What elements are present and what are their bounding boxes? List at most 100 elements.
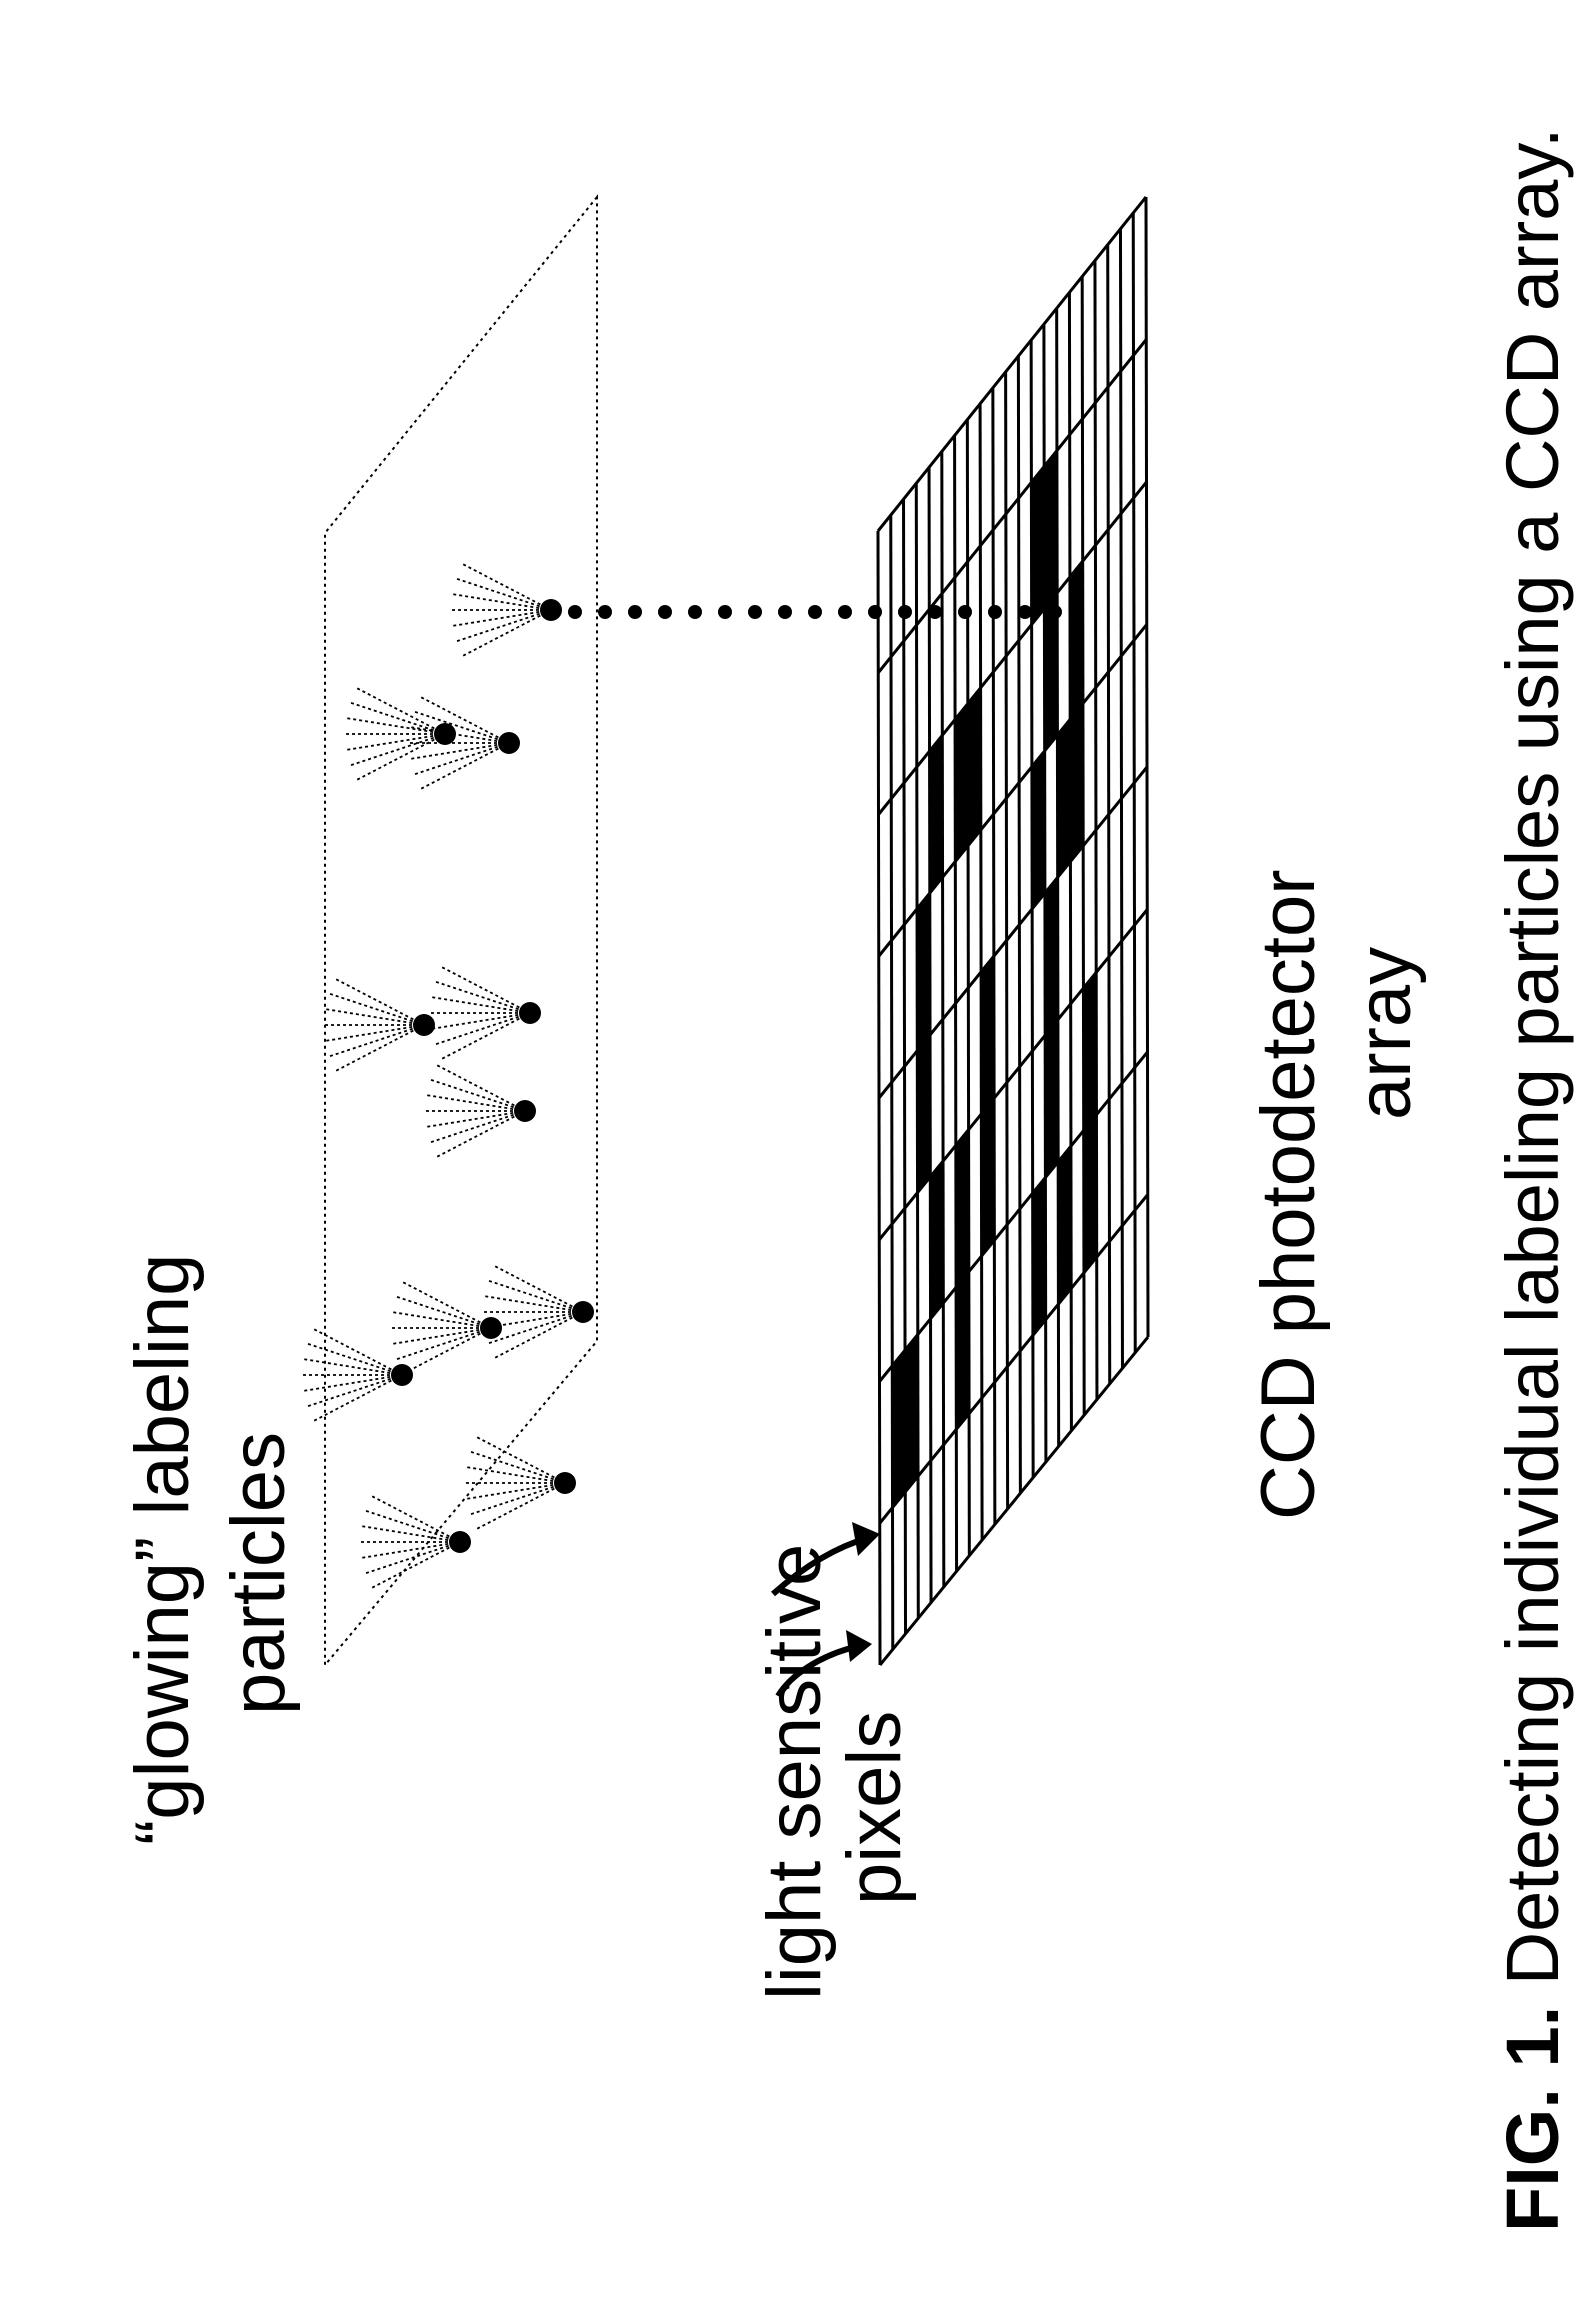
- lit-pixel: [1070, 703, 1083, 861]
- glowing-particle: [465, 1437, 576, 1529]
- projection-dot: [898, 605, 912, 619]
- projection-dot: [598, 605, 612, 619]
- grid-line: [955, 436, 957, 1572]
- glow-ray: [307, 1344, 402, 1375]
- glow-ray: [365, 1511, 460, 1542]
- glowing-particles-label: “glowing” labeling: [120, 1254, 205, 1845]
- glowing-particles: [302, 564, 594, 1588]
- glow-ray: [430, 1111, 525, 1142]
- lit-pixel: [1032, 751, 1045, 909]
- lit-pixel: [917, 1035, 930, 1193]
- glow-ray: [307, 1375, 402, 1406]
- lit-pixel: [981, 1098, 994, 1256]
- grid-line: [1069, 292, 1071, 1430]
- lit-pixel: [905, 1334, 918, 1492]
- grid-line: [993, 388, 995, 1525]
- glowing-particle: [409, 697, 520, 789]
- lit-pixel: [1045, 1020, 1058, 1178]
- grid-line: [1082, 277, 1084, 1416]
- particle-plane: [325, 197, 597, 1665]
- glow-ray: [414, 743, 509, 774]
- glowing-particle: [483, 1266, 594, 1358]
- ccd-array-label: CCD photodetector: [1246, 869, 1331, 1520]
- glow-ray: [303, 1375, 402, 1391]
- grid-line: [1120, 229, 1122, 1368]
- particle-dot: [413, 1014, 435, 1036]
- lit-pixel: [1058, 1146, 1071, 1304]
- glow-ray: [396, 1328, 491, 1359]
- grid-line: [980, 404, 982, 1540]
- projection-dot: [988, 605, 1002, 619]
- particle-dot: [498, 732, 520, 754]
- lit-pixel: [1057, 719, 1070, 877]
- glow-ray: [452, 594, 551, 610]
- glow-ray: [456, 610, 551, 641]
- grid-line: [878, 197, 1146, 531]
- projection-dot: [778, 605, 792, 619]
- glow-ray: [329, 1025, 424, 1056]
- particle-dot: [514, 1100, 536, 1122]
- glowing-particles-label-2: particles: [216, 1432, 301, 1715]
- particle-dot: [540, 599, 562, 621]
- grid-line: [878, 531, 880, 1665]
- particle-dot: [572, 1301, 594, 1323]
- light-sensitive-label-2: pixels: [832, 1711, 917, 1905]
- lit-pixel: [968, 688, 981, 846]
- grid-line: [1095, 261, 1097, 1400]
- lit-pixel: [1083, 972, 1096, 1130]
- glow-ray: [470, 1483, 565, 1514]
- glowing-particle: [324, 979, 435, 1071]
- glow-ray: [430, 1080, 525, 1111]
- glow-ray: [466, 1467, 565, 1483]
- glow-ray: [392, 1312, 491, 1328]
- projection-dot: [688, 605, 702, 619]
- grid-line: [1044, 324, 1046, 1462]
- glow-ray: [435, 982, 530, 1013]
- grid-line: [878, 340, 1146, 673]
- projection-dot: [838, 605, 852, 619]
- grid-line: [879, 482, 1147, 815]
- glow-ray: [452, 610, 551, 626]
- grid-line: [880, 1337, 1148, 1665]
- glow-ray: [466, 1483, 565, 1499]
- projection-dot: [1018, 605, 1032, 619]
- grid-line: [904, 499, 906, 1634]
- glow-ray: [470, 1452, 565, 1483]
- glow-ray: [488, 1281, 583, 1312]
- grid-line: [1108, 245, 1110, 1384]
- projection-dot: [868, 605, 882, 619]
- grid-line: [879, 625, 1147, 957]
- glow-ray: [329, 994, 424, 1025]
- glow-ray: [325, 1025, 424, 1041]
- glow-ray: [431, 997, 530, 1013]
- glow-ray: [484, 1296, 583, 1312]
- glow-ray: [303, 1359, 402, 1375]
- grid-line: [916, 483, 918, 1618]
- projection-dot: [658, 605, 672, 619]
- particle-dot: [391, 1364, 413, 1386]
- projection-dot: [748, 605, 762, 619]
- grid-line: [929, 467, 931, 1602]
- lit-pixel: [1044, 451, 1057, 609]
- figure-number: FIG. 1.: [1491, 2006, 1574, 2232]
- glow-ray: [488, 1312, 583, 1343]
- glowing-particle: [451, 564, 562, 656]
- grid-line: [1018, 356, 1020, 1493]
- lit-pixel: [930, 735, 943, 893]
- glow-ray: [392, 1328, 491, 1344]
- lit-pixel: [917, 893, 930, 1051]
- projection-dotted-line: [568, 605, 1062, 619]
- lit-pixel: [981, 956, 994, 1114]
- projection-dot: [568, 605, 582, 619]
- particle-dot: [480, 1317, 502, 1339]
- glow-ray: [410, 743, 509, 759]
- glowing-particle: [302, 1329, 413, 1421]
- glowing-particle: [425, 1065, 536, 1157]
- figure-caption: FIG. 1. Detecting individual labeling pa…: [1491, 128, 1574, 2232]
- grid-line: [1133, 213, 1135, 1353]
- grid-line: [1057, 308, 1059, 1446]
- grid-line: [967, 420, 969, 1556]
- grid-line: [880, 1195, 1148, 1524]
- lit-pixel: [1084, 1115, 1097, 1273]
- projection-dot: [808, 605, 822, 619]
